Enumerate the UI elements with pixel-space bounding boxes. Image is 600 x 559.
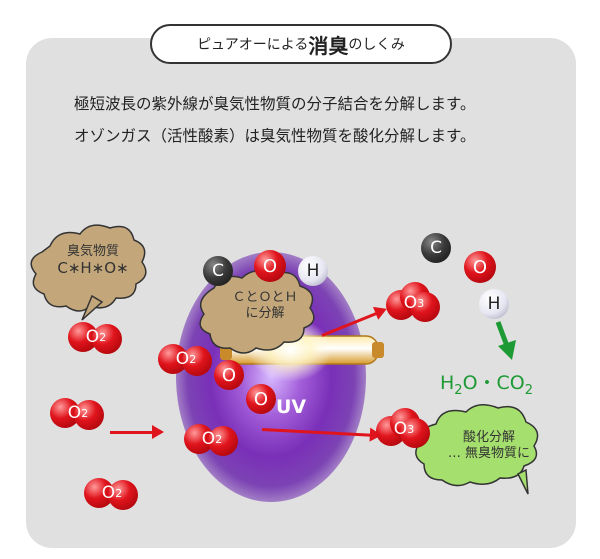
title-prefix: ピュアオーによる (197, 37, 309, 53)
odor-cloud (30, 224, 147, 312)
carbon-atom-right: C (421, 233, 451, 263)
split-bubble-text: ＣとＯとＨ に分解 (222, 290, 308, 322)
odor-bubble-text: 臭気物質 C∗H∗O∗ (56, 244, 130, 276)
description-line-1: 極短波長の紫外線が臭気性物質の分子結合を分解します。 (74, 95, 476, 113)
result-formula: H2O・CO2 (440, 372, 534, 398)
title-suffix: のしくみ (348, 37, 405, 53)
title-emphasis: 消臭 (308, 33, 349, 58)
oxygen-atom-right: O (464, 251, 496, 283)
uv-label: UV (276, 396, 307, 418)
oxidize-line2: … 無臭物質に (447, 446, 531, 461)
green-arrow (498, 340, 516, 360)
carbon-atom: C (203, 256, 233, 286)
hydrogen-atom: H (298, 256, 328, 286)
oxygen-atom-single-2: O (246, 384, 276, 414)
oxygen-atom: O (254, 250, 286, 282)
oxidize-line1: 酸化分解 (462, 430, 515, 445)
split-line1: ＣとＯとＨ (232, 290, 298, 305)
oxidize-cloud (415, 404, 539, 487)
description-line-2: オゾンガス（活性酸素）は臭気性物質を酸化分解します。 (74, 127, 476, 145)
oxidize-bubble-text: 酸化分解 … 無臭物質に (446, 430, 532, 462)
hydrogen-atom-right: H (479, 289, 509, 319)
page-title: ピュアオーによる消臭のしくみ (150, 24, 452, 64)
split-line2: に分解 (245, 306, 285, 321)
odor-line1: 臭気物質 (66, 244, 119, 259)
oxygen-atom-single: O (214, 360, 244, 390)
odor-line2: C∗H∗O∗ (57, 259, 129, 277)
arrow-in (110, 425, 164, 439)
